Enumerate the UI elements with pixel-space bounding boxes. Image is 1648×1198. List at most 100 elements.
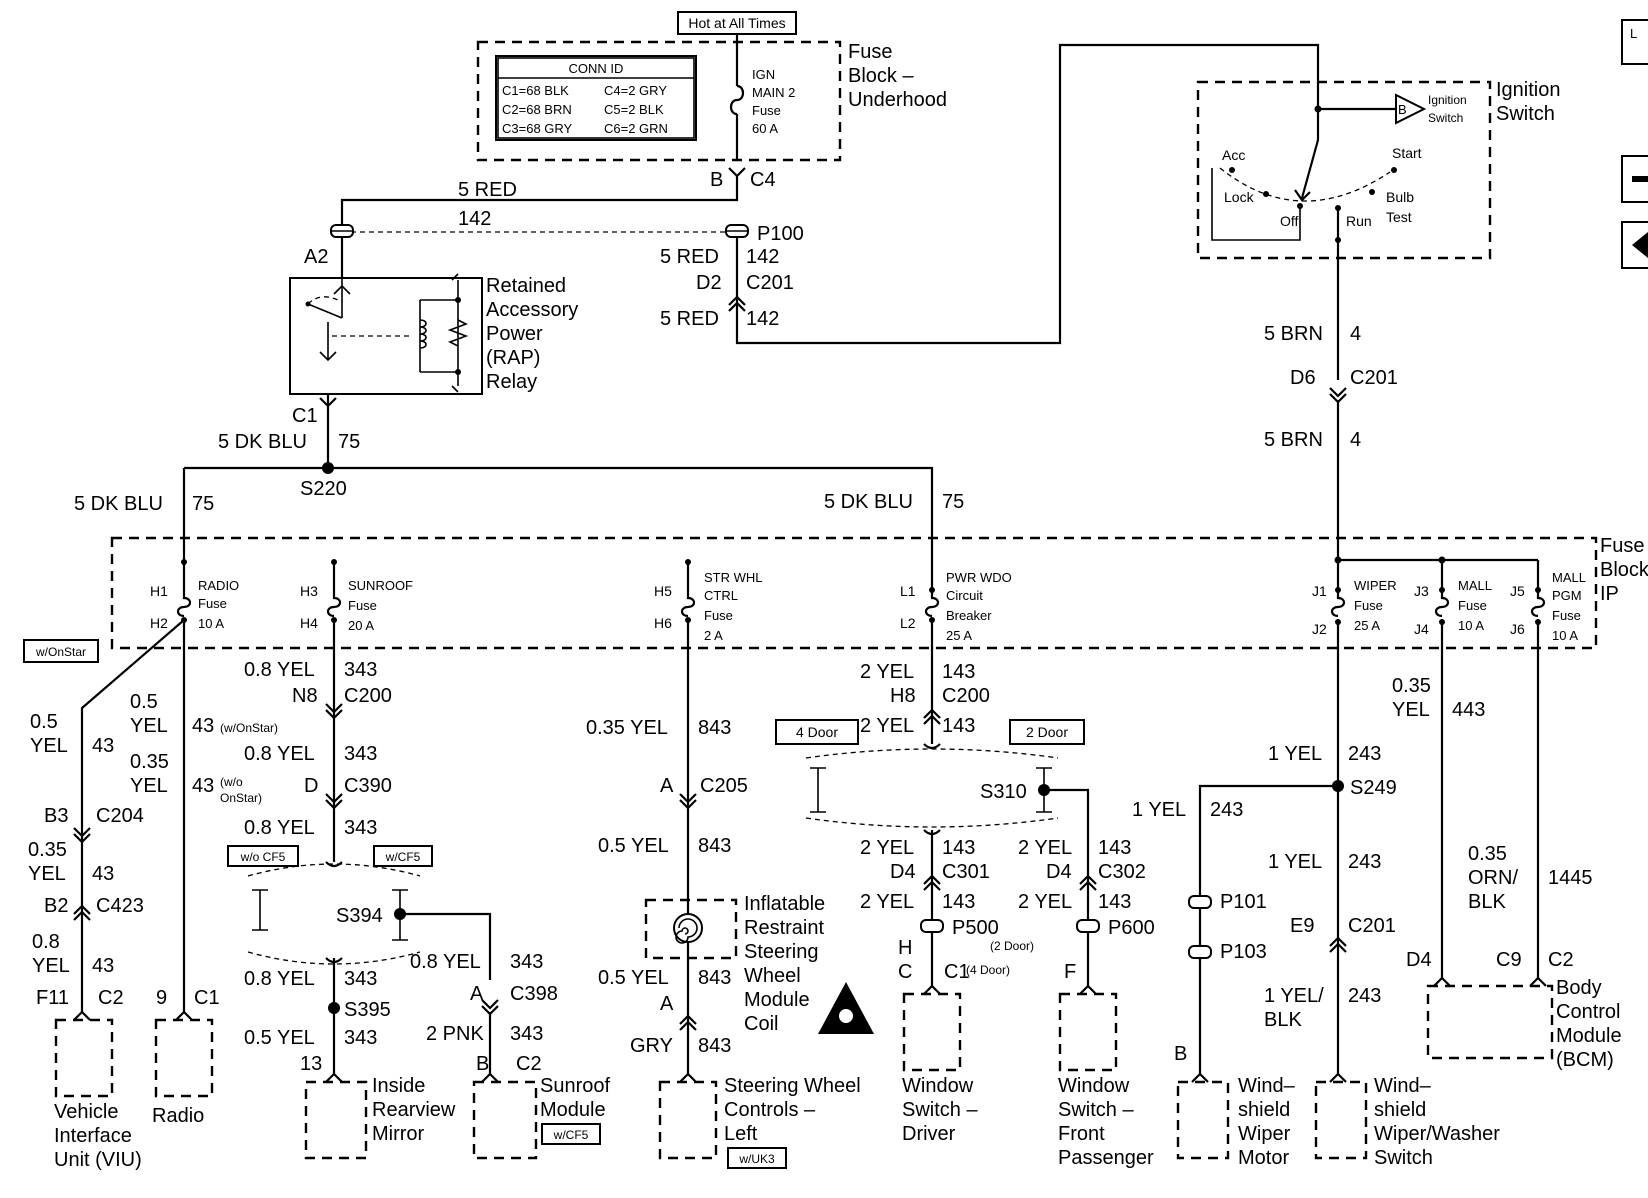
coil-2-label: Restraint — [744, 917, 824, 939]
yel035-b1-label: 0.35 — [28, 839, 67, 861]
c343-g-label: 343 — [510, 1023, 543, 1045]
c143-a-label: 143 — [942, 661, 975, 683]
mallpgm-2-label: PGM — [1552, 588, 1582, 603]
mall-fuse-3-label: 10 A — [1458, 618, 1484, 633]
rap-relay-label: Retained — [486, 275, 566, 297]
p500-label: P500 — [952, 917, 999, 939]
triangle-left-icon — [1632, 232, 1648, 258]
c843-a-label: 843 — [698, 717, 731, 739]
e9-label: E9 — [1290, 915, 1314, 937]
pass-3-label: Front — [1058, 1123, 1105, 1145]
c2-bcm-label: C2 — [1548, 949, 1574, 971]
h1-label: H1 — [150, 583, 168, 599]
c143-g-label: 143 — [1098, 891, 1131, 913]
driver-1-label: Window — [902, 1075, 974, 1097]
wiper-switch-2-label: shield — [1374, 1099, 1426, 1121]
radio-fuse-icon — [176, 559, 192, 623]
yel2-143-d-label: 2 YEL — [860, 891, 914, 913]
wiper-switch-4-label: Switch — [1374, 1147, 1433, 1169]
mallpgm-3-label: Fuse — [1552, 608, 1581, 623]
c143-c-label: 143 — [942, 837, 975, 859]
radio-fuse-1-label: RADIO — [198, 578, 239, 593]
c343-f-label: 343 — [510, 951, 543, 973]
pin-b-c2-label: B — [476, 1053, 489, 1075]
mall-pgm-fuse-icon — [1530, 560, 1546, 625]
fuse-block-underhood-2-label: Block – — [848, 65, 914, 87]
swc-2-label: Controls – — [724, 1099, 816, 1121]
relay-resistor-icon — [447, 319, 469, 347]
conn-c4-label: C4=2 GRY — [604, 83, 667, 98]
ignition-switch: Ignition Switch B Ignition Switch Acc St… — [1196, 79, 1561, 260]
rap-4-label: (RAP) — [486, 347, 540, 369]
pin-h-label: H — [898, 937, 912, 959]
two-door-badge: 2 Door — [1026, 724, 1068, 740]
c390-label: C390 — [344, 775, 392, 797]
pass-1-label: Window — [1058, 1075, 1130, 1097]
c343-b-label: 343 — [344, 743, 377, 765]
bcm-module — [1426, 984, 1554, 1060]
j4-label: J4 — [1414, 621, 1429, 637]
circ-142-c-label: 142 — [746, 308, 779, 330]
c4-label: C4 — [750, 169, 776, 191]
acc-label: Acc — [1222, 147, 1245, 163]
c143-f-label: 143 — [1098, 837, 1131, 859]
conn-c1-label: C1=68 BLK — [502, 83, 569, 98]
h2-label: H2 — [150, 615, 168, 631]
p101-label: P101 — [1220, 891, 1267, 913]
red-5-c-label: 5 RED — [660, 308, 719, 330]
window-switch-driver — [902, 992, 962, 1072]
mall-fuse-2-label: Fuse — [1458, 598, 1487, 613]
strwhl-fuse-4-label: 2 A — [704, 628, 723, 643]
conn-c6-label: C6=2 GRN — [604, 121, 668, 136]
c43-a-label: 43 — [92, 735, 114, 757]
w-uk3-badge: w/UK3 — [738, 1152, 775, 1166]
circ-4-a-label: 4 — [1350, 323, 1361, 345]
pin-b-wiper-label: B — [1174, 1043, 1187, 1065]
windshield-wiper-washer-switch — [1314, 1080, 1368, 1160]
b3-label: B3 — [44, 805, 68, 827]
sunroof-fuse-icon — [326, 559, 342, 623]
s220-label: S220 — [300, 478, 347, 500]
c243-d-label: 243 — [1348, 985, 1381, 1007]
c205-label: C205 — [700, 775, 748, 797]
swc-3-label: Left — [724, 1123, 758, 1145]
c243-a-label: 243 — [1348, 743, 1381, 765]
fuse-block-underhood: Hot at All Times Fuse Block – Underhood … — [476, 11, 947, 162]
zoom-out-button[interactable] — [1621, 155, 1648, 203]
yel05-843-a-label: 0.5 YEL — [598, 835, 669, 857]
c201-b-label: C201 — [1350, 367, 1398, 389]
w-cf5-badge: w/CF5 — [385, 850, 421, 864]
p101-passthrough-icon — [1188, 895, 1212, 909]
mirror-2-label: Rearview — [372, 1099, 456, 1121]
c343-e-label: 343 — [344, 1027, 377, 1049]
brn-5-a-label: 5 BRN — [1264, 323, 1323, 345]
yel05-843-b-label: 0.5 YEL — [598, 967, 669, 989]
window-switch-front-passenger — [1058, 992, 1118, 1072]
mall-fuse-1-label: MALL — [1458, 578, 1492, 593]
sunroof-fuse-1-label: SUNROOF — [348, 578, 413, 593]
viu-module — [54, 1018, 114, 1098]
pin-f-label: F — [1064, 961, 1076, 983]
rap-3-label: Power — [486, 323, 543, 345]
edge-label-label: L — [1630, 26, 1637, 41]
yel2-143-b-label: 2 YEL — [860, 715, 914, 737]
h5-label: H5 — [654, 583, 672, 599]
j1-label: J1 — [1312, 583, 1327, 599]
rap-relay: Retained Accessory Power (RAP) Relay — [289, 273, 578, 395]
ignition-switch-b-icon — [1395, 93, 1427, 125]
previous-page-button[interactable] — [1621, 221, 1648, 269]
l1-label: L1 — [900, 583, 916, 599]
mirror-3-label: Mirror — [372, 1123, 425, 1145]
rap-2-label: Accessory — [486, 299, 578, 321]
sunroof-1-label: Sunroof — [540, 1075, 610, 1097]
yel08-a2-label: YEL — [32, 955, 70, 977]
relay-coil-icon — [419, 319, 427, 349]
yel1-243-c-label: 1 YEL — [1268, 851, 1322, 873]
c201-d6-connector-icon — [1329, 387, 1347, 404]
c43-e-label: 43 — [92, 955, 114, 977]
yel1-243-a-label: 1 YEL — [1268, 743, 1322, 765]
radio-module — [154, 1018, 214, 1098]
bcm-3-label: Module — [1556, 1025, 1622, 1047]
circ-75-a-label: 75 — [338, 431, 360, 453]
